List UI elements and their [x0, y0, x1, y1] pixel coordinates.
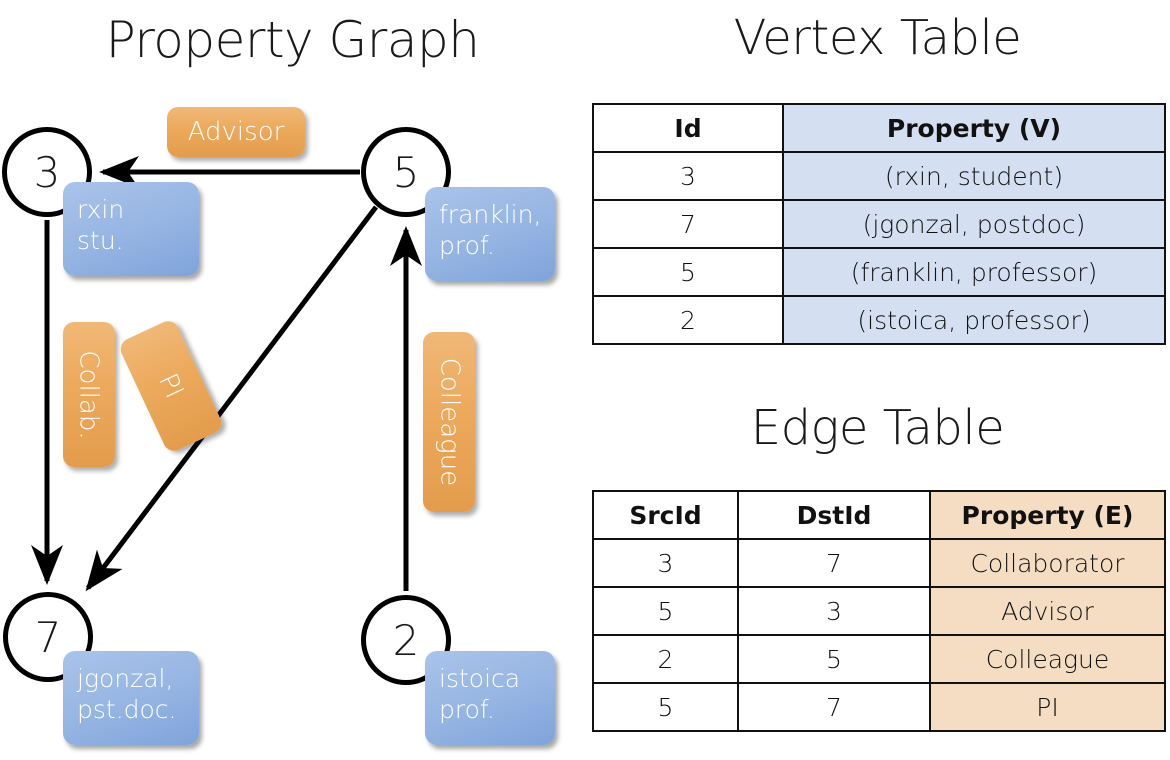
vertex-table: Id Property (V) 3 (rxin, student) 7 (jgo… — [592, 103, 1166, 345]
page-title-property-graph: Property Graph — [105, 11, 480, 69]
vertex-property-franklin-line2: prof. — [439, 231, 495, 260]
edge-row-2-dst: 5 — [737, 634, 931, 684]
edge-table-header-srcid: SrcId — [592, 490, 739, 540]
edge-row-3-property: PI — [929, 682, 1166, 732]
edge-table-header-dstid: DstId — [737, 490, 931, 540]
vertex-row-3-property: (istoica, professor) — [782, 295, 1166, 345]
table-row[interactable]: 5 7 PI — [592, 682, 1166, 732]
vertex-property-box-franklin[interactable]: franklin, prof. — [425, 187, 555, 281]
edge-table: SrcId DstId Property (E) 3 7 Collaborato… — [592, 490, 1166, 732]
edge-row-2-src: 2 — [592, 634, 739, 684]
page-title-vertex-table: Vertex Table — [733, 10, 1022, 66]
graph-node-2-label: 2 — [392, 615, 420, 665]
vertex-property-franklin-line1: franklin, — [439, 200, 542, 229]
vertex-row-0-id: 3 — [592, 151, 784, 201]
edge-row-2-property: Colleague — [929, 634, 1166, 684]
edge-label-advisor-text: Advisor — [187, 117, 285, 147]
graph-node-5[interactable]: 5 — [361, 127, 451, 217]
vertex-property-istoica-line2: prof. — [439, 695, 495, 724]
vertex-row-0-property: (rxin, student) — [782, 151, 1166, 201]
table-row[interactable]: 3 (rxin, student) — [592, 151, 1166, 201]
vertex-row-2-id: 5 — [592, 247, 784, 297]
edge-table-header-row: SrcId DstId Property (E) — [592, 490, 1166, 540]
graph-node-2[interactable]: 2 — [361, 595, 451, 685]
vertex-table-header-property: Property (V) — [782, 103, 1166, 153]
page-title-edge-table: Edge Table — [750, 400, 1005, 456]
edge-5-to-7-pi — [85, 205, 378, 592]
table-row[interactable]: 2 (istoica, professor) — [592, 295, 1166, 345]
vertex-row-1-property: (jgonzal, postdoc) — [782, 199, 1166, 249]
vertex-property-box-jgonzal[interactable]: jgonzal, pst.doc. — [63, 651, 199, 745]
edge-row-1-property: Advisor — [929, 586, 1166, 636]
vertex-property-box-istoica[interactable]: istoica prof. — [425, 651, 555, 745]
vertex-property-jgonzal-line2: pst.doc. — [77, 695, 177, 724]
edge-row-0-property: Collaborator — [929, 538, 1166, 588]
edge-row-1-dst: 3 — [737, 586, 931, 636]
vertex-property-rxin-line1: rxin — [77, 195, 125, 224]
table-row[interactable]: 3 7 Collaborator — [592, 538, 1166, 588]
edge-row-0-dst: 7 — [737, 538, 931, 588]
table-row[interactable]: 5 (franklin, professor) — [592, 247, 1166, 297]
graph-node-3-label: 3 — [33, 147, 61, 197]
edge-row-3-dst: 7 — [737, 682, 931, 732]
graph-node-7-label: 7 — [34, 612, 62, 662]
edge-label-box-collab[interactable]: Collab. — [63, 322, 115, 467]
vertex-table-header-id: Id — [592, 103, 784, 153]
vertex-row-2-property: (franklin, professor) — [782, 247, 1166, 297]
table-row[interactable]: 7 (jgonzal, postdoc) — [592, 199, 1166, 249]
edge-label-box-colleague[interactable]: Colleague — [423, 332, 475, 512]
edge-row-3-src: 5 — [592, 682, 739, 732]
vertex-property-box-rxin[interactable]: rxin stu. — [63, 182, 199, 276]
property-graph-diagram: 3 5 7 2 rxin stu. franklin, prof. jgonza… — [2, 107, 555, 745]
edge-row-0-src: 3 — [592, 538, 739, 588]
vertex-property-jgonzal-line1: jgonzal, — [77, 664, 174, 693]
vertex-property-istoica-line1: istoica — [439, 664, 521, 693]
edge-row-1-src: 5 — [592, 586, 739, 636]
edge-label-collab-text: Collab. — [74, 349, 104, 440]
vertex-row-3-id: 2 — [592, 295, 784, 345]
edge-label-colleague-text: Colleague — [434, 357, 465, 487]
graph-edges-layer — [31, 156, 422, 592]
graph-node-5-label: 5 — [392, 147, 420, 197]
edge-label-box-advisor[interactable]: Advisor — [167, 107, 305, 157]
table-row[interactable]: 2 5 Colleague — [592, 634, 1166, 684]
vertex-table-header-row: Id Property (V) — [592, 103, 1166, 153]
vertex-property-rxin-line2: stu. — [77, 226, 124, 255]
vertex-row-1-id: 7 — [592, 199, 784, 249]
table-row[interactable]: 5 3 Advisor — [592, 586, 1166, 636]
edge-table-header-property: Property (E) — [929, 490, 1166, 540]
edge-label-pi-text: PI — [152, 369, 190, 403]
